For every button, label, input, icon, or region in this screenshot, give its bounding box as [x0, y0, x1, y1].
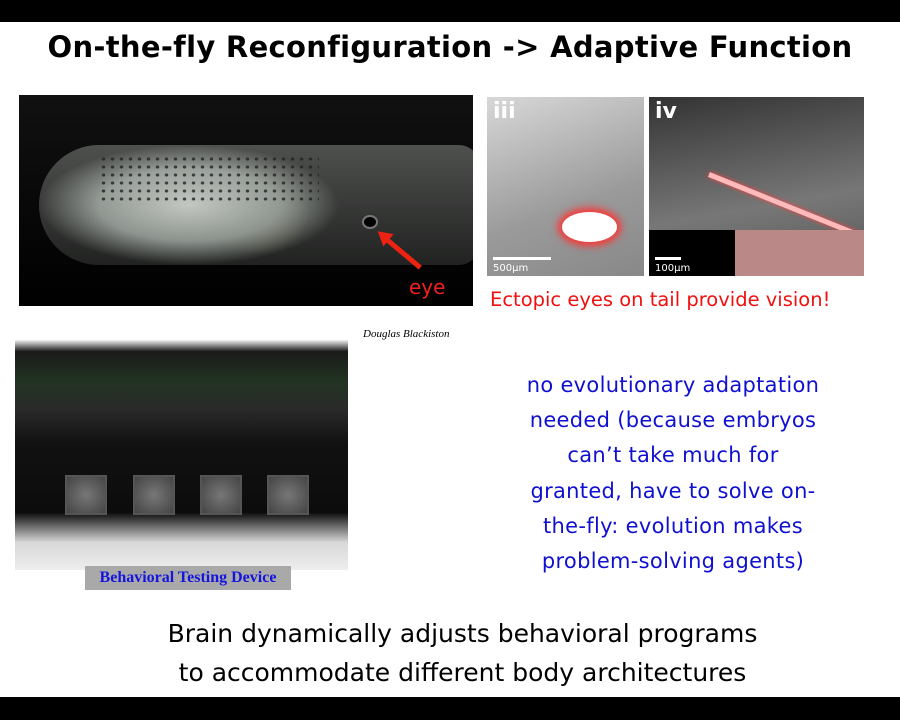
- note-line: the-fly: evolution makes: [543, 513, 803, 538]
- note-line: can’t take much for: [567, 443, 779, 468]
- ectopic-eyes-caption: Ectopic eyes on tail provide vision!: [490, 288, 831, 311]
- nerve-projection: [708, 172, 859, 237]
- conclusion-text: Brain dynamically adjusts behavioral pro…: [0, 614, 900, 692]
- fluorescent-eye: [562, 212, 617, 242]
- conclusion-line: to accommodate different body architectu…: [178, 658, 747, 687]
- scale-bar: [493, 257, 551, 260]
- note-line: needed (because embryos: [529, 408, 817, 433]
- tadpole-pigment: [99, 155, 319, 205]
- micrograph-iii: iii 500µm: [487, 97, 644, 276]
- micrograph-iv: iv 100µm: [649, 97, 864, 276]
- note-line: problem-solving agents): [541, 549, 805, 574]
- ectopic-eye: [362, 215, 378, 229]
- scale-label: 500µm: [493, 263, 529, 274]
- fan-icon: [267, 475, 309, 515]
- scale-bar: [655, 257, 681, 260]
- bottom-letterbox: [0, 697, 900, 720]
- panel-label: iii: [493, 99, 516, 124]
- scale-label: 100µm: [655, 263, 691, 274]
- fan-icon: [200, 475, 242, 515]
- device-caption: Behavioral Testing Device: [85, 566, 291, 590]
- note-line: granted, have to solve on-: [530, 478, 816, 503]
- tadpole-photo: eye: [19, 95, 473, 306]
- fan-icon: [133, 475, 175, 515]
- panel-label: iv: [655, 99, 677, 124]
- inset-dark: [649, 230, 735, 276]
- author-credit: Douglas Blackiston: [363, 328, 450, 340]
- slide-title: On-the-fly Reconfiguration -> Adaptive F…: [47, 30, 853, 64]
- eye-label: eye: [409, 275, 446, 299]
- inset-pink: [735, 230, 864, 276]
- note-line: no evolutionary adaptation: [526, 373, 820, 397]
- top-letterbox: [0, 0, 900, 22]
- behavioral-testing-device-photo: [15, 340, 348, 570]
- evolution-note: no evolutionary adaptation needed (becau…: [490, 368, 856, 579]
- fan-icon: [65, 475, 107, 515]
- conclusion-line: Brain dynamically adjusts behavioral pro…: [167, 619, 758, 648]
